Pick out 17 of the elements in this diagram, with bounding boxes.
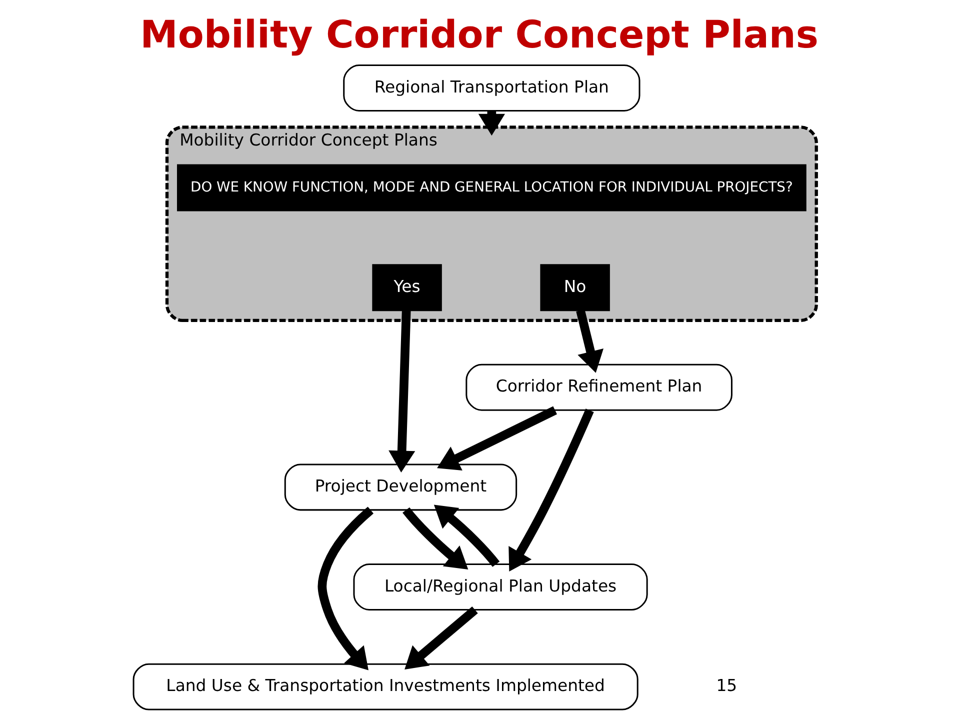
arrow (437, 406, 557, 471)
node-box: Regional Transportation Plan (343, 64, 640, 112)
label: 15 (716, 676, 738, 696)
node-box: Land Use & Transportation Investments Implemented (132, 663, 638, 710)
arrow (402, 507, 468, 570)
arrow (508, 408, 594, 572)
diagram-title: Mobility Corridor Concept Plans (140, 12, 818, 57)
arrow (576, 309, 604, 373)
node-box: Local/Regional Plan Updates (353, 564, 648, 610)
arrow (404, 606, 478, 670)
node-box: Yes (372, 264, 442, 312)
node-box: DO WE KNOW FUNCTION, MODE AND GENERAL LOCATION FOR INDIVIDUAL PROJECTS? (176, 164, 806, 212)
node-box: No (540, 264, 610, 312)
arrow (388, 310, 416, 472)
node-box: Project Development (284, 464, 518, 511)
node-box: Corridor Refinement Plan (466, 364, 732, 411)
arrow (318, 506, 374, 670)
